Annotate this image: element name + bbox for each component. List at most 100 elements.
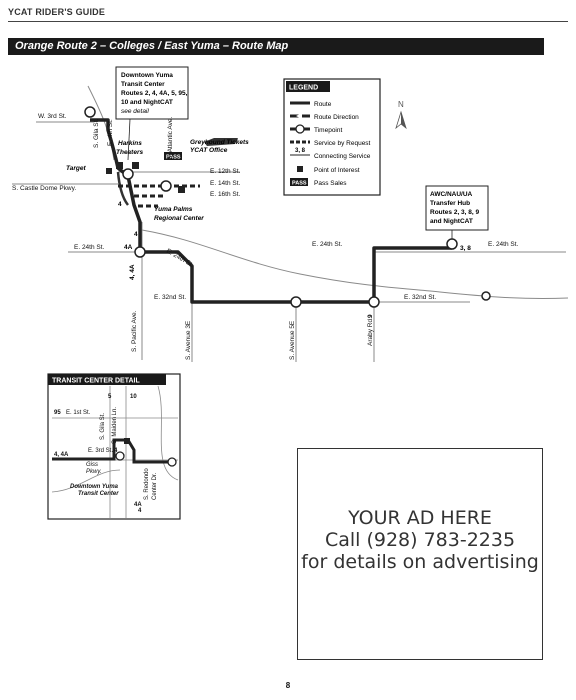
detail-giss-1: Giss (86, 462, 98, 468)
legend-item-poi: Point of Interest (314, 167, 360, 174)
route-number-3-8: 3, 8 (460, 245, 471, 252)
svg-text:N: N (398, 100, 404, 109)
legend: LEGEND Route Route Direction Timepoint S… (283, 78, 381, 196)
canal-road (141, 229, 569, 300)
detail-r4-4a: 4, 4A (54, 452, 69, 458)
label-greyhound-1: Greyhound Tickets (190, 139, 249, 146)
detail-r4: 4 (114, 448, 118, 454)
greyhound-bus-icon (204, 138, 238, 146)
ad-box: YOUR AD HERE Call (928) 783-2235 for det… (297, 448, 543, 660)
timepoint-14th (160, 180, 172, 192)
detail-r10: 10 (130, 394, 137, 400)
detail-r5: 5 (108, 394, 112, 400)
awc-callout-line1: AWC/NAU/UA (430, 191, 473, 198)
legend-item-direction: Route Direction (314, 114, 359, 121)
route-number-4a: 4 (118, 201, 122, 208)
route-map-title: Orange Route 2 – Colleges / East Yuma – … (8, 38, 544, 55)
ad-line-1: YOUR AD HERE (348, 507, 492, 529)
detail-r95: 95 (54, 410, 61, 416)
label-araby: Araby Rd. (367, 317, 374, 346)
legend-item-request: Service by Request (314, 140, 371, 147)
header-rule (8, 21, 568, 22)
label-atlantic: S. Atlantic Ave. (167, 117, 174, 160)
poi-greyhound (132, 162, 139, 169)
label-castle-dome: S. Castle Dome Pkwy. (12, 185, 76, 192)
label-target: Target (66, 165, 86, 172)
awc-callout: AWC/NAU/UA Transfer Hub Routes 2, 3, 8, … (425, 185, 489, 239)
label-yuma-palms-1: Yuma Palms (154, 206, 193, 213)
legend-title: LEGEND (289, 85, 318, 92)
detail-r4a: 4A (134, 502, 142, 508)
legend-item-timepoint: Timepoint (314, 127, 342, 134)
timepoint-w3rd (84, 106, 96, 118)
detail-title: TRANSIT CENTER DETAIL (52, 378, 140, 385)
legend-item-route: Route (314, 101, 332, 108)
label-yuma-palms-2: Regional Center (154, 215, 204, 222)
label-w3rd: W. 3rd St. (38, 113, 67, 120)
detail-center-2: Transit Center (78, 491, 119, 497)
page-number: 8 (285, 681, 291, 690)
legend-route-number: 3, 8 (295, 148, 306, 154)
timepoint-east (481, 291, 491, 301)
service-by-request-line (118, 184, 200, 208)
label-avenue3e: S. Avenue 3E (185, 320, 192, 360)
transit-center-detail: TRANSIT CENTER DETAIL 95 E. 1st St. S. G… (47, 373, 181, 520)
detail-e1st: E. 1st St. (66, 410, 91, 416)
downtown-callout: Downtown Yuma Transit Center Routes 2, 4… (115, 66, 189, 161)
label-e14th: E. 14th St. (210, 180, 241, 187)
label-e32nd-left: E. 32nd St. (154, 294, 186, 301)
poi-target (106, 168, 112, 174)
points-of-interest (106, 162, 185, 193)
awc-callout-line4: and NightCAT (430, 218, 473, 225)
downtown-callout-line3: Routes 2, 4, 4A, 5, 95, (121, 90, 188, 97)
detail-redondo-2: Center Dr. (152, 472, 158, 500)
label-avenue5e: S. Avenue 5E (289, 320, 296, 360)
label-e32nd-right: E. 32nd St. (404, 294, 436, 301)
label-e12th: E. 12th St. (210, 168, 241, 175)
detail-gila: S. Gila St. (100, 413, 106, 440)
route-number-4a-24th: 4A (124, 244, 133, 251)
timepoint-araby (368, 296, 380, 308)
ad-line-3: for details on advertising (301, 551, 539, 573)
label-e16th: E. 16th St. (210, 191, 241, 198)
awc-callout-line2: Transfer Hub (430, 200, 470, 207)
north-arrow-icon: N (395, 100, 407, 130)
route-number-9: 9 (367, 314, 374, 318)
label-harkins-1: Harkins (118, 140, 142, 147)
label-gila: S. Gila St. (93, 119, 100, 148)
label-harkins-2: Theaters (116, 149, 143, 156)
awc-callout-line3: Routes 2, 3, 8, 9 (430, 209, 480, 216)
downtown-callout-line1: Downtown Yuma (121, 72, 173, 79)
route-line (90, 118, 452, 304)
label-e24th-right: E. 24th St. (488, 241, 519, 248)
detail-center-1: Downtown Yuma (70, 484, 119, 490)
detail-giss-2: Pkwy. (86, 469, 102, 475)
poi-harkins (116, 162, 123, 169)
timepoint-awc (446, 238, 458, 250)
label-greyhound-2: YCAT Office (190, 147, 228, 154)
route-number-4b: 4 (134, 231, 138, 238)
timepoint-transit-center (122, 168, 134, 180)
label-e24th-diag: E. 24th St. (165, 248, 195, 269)
detail-maiden: S. Maiden Ln. (112, 407, 118, 444)
connecting-route-line (116, 171, 130, 206)
label-e4th: E. 4th St. (107, 119, 114, 146)
detail-r4b: 4 (138, 508, 142, 514)
legend-item-connecting: Connecting Service (314, 153, 371, 160)
label-pacific: S. Pacific Ave. (131, 310, 138, 352)
downtown-callout-line2: Transit Center (121, 81, 165, 88)
route-number-4-4a: 4, 4A (129, 264, 136, 280)
ad-line-2: Call (928) 783-2235 (324, 529, 516, 551)
detail-e3rd: E. 3rd St. (88, 448, 113, 454)
timepoint-24th-pacific (134, 246, 146, 258)
label-e24th-left: E. 24th St. (74, 244, 105, 251)
poi-yuma-palms (178, 186, 185, 193)
timepoint-avenue5e (290, 296, 302, 308)
legend-item-pass: Pass Sales (314, 180, 347, 187)
downtown-callout-line4: 10 and NightCAT (121, 99, 173, 106)
downtown-callout-line5: see detail (121, 108, 149, 115)
detail-redondo-1: S. Redondo (144, 468, 150, 500)
greyhound-pass-badge: PASS (166, 155, 181, 161)
guide-title: YCAT RIDER'S GUIDE (8, 7, 106, 17)
